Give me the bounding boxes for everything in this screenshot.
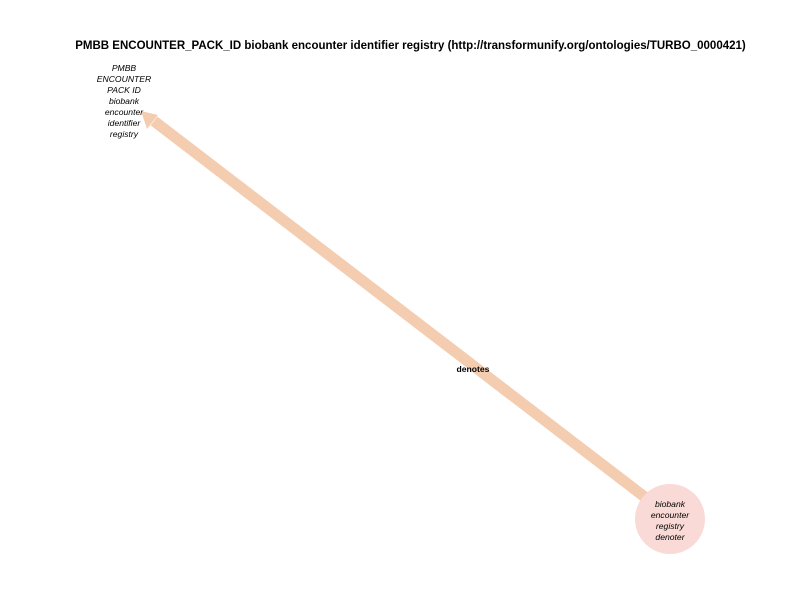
source-node-label-line: ENCOUNTER — [97, 74, 151, 84]
source-node-label-line: PACK ID — [107, 85, 141, 95]
target-node-label: biobank encounter registry denoter — [651, 499, 690, 542]
edge-label: denotes — [457, 364, 490, 374]
target-node-label-line: denoter — [655, 532, 685, 542]
graph-title: PMBB ENCOUNTER_PACK_ID biobank encounter… — [75, 40, 746, 52]
target-node-label-line: biobank — [655, 499, 686, 509]
source-node-label-line: PMBB — [112, 63, 137, 73]
source-node-label-line: encounter — [105, 107, 144, 117]
node-pmbb-encounter-pack-id-registry: PMBB ENCOUNTER PACK ID biobank encounter… — [97, 63, 151, 139]
source-node-label-line: biobank — [109, 96, 140, 106]
source-node-label-line: identifier — [108, 118, 142, 128]
edge-denotes — [150, 116, 650, 503]
source-node-label-line: registry — [110, 129, 139, 139]
edge-arrowhead — [141, 111, 158, 129]
node-biobank-encounter-registry-denoter — [635, 484, 705, 554]
target-node-label-line: registry — [656, 521, 685, 531]
target-node-label-line: encounter — [651, 510, 690, 520]
